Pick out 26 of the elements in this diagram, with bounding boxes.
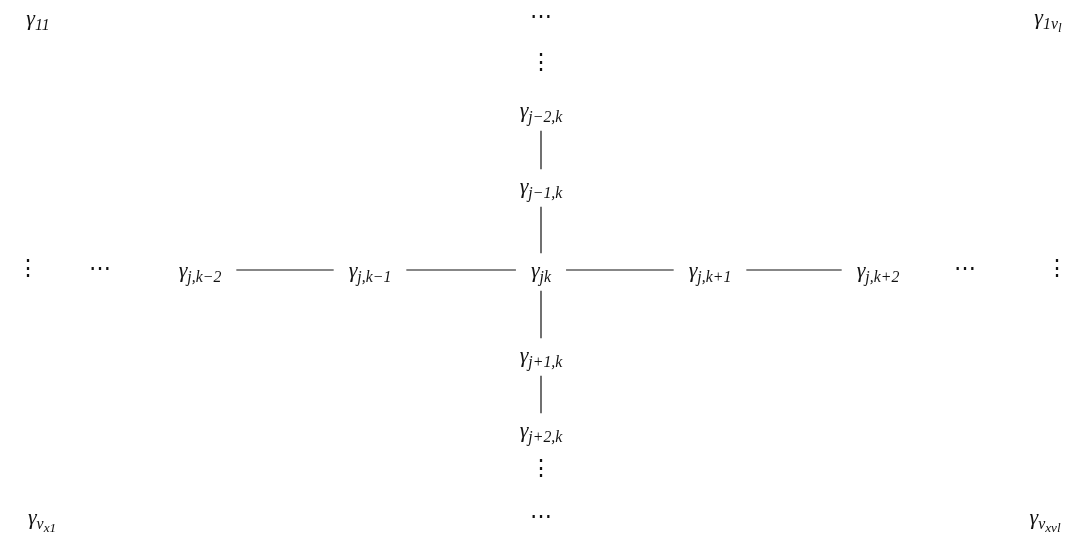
- math-term: γ$_{j+1,k}$: [516, 340, 566, 374]
- math-term: γ$_{j,k−1}$: [345, 255, 395, 289]
- vertical-ellipsis: ⋮: [1045, 254, 1069, 282]
- vertical-ellipsis: ⋮: [529, 454, 553, 482]
- math-term: γ$_{j+2,k}$: [516, 415, 566, 449]
- connector-line: [540, 206, 542, 254]
- connector-line: [235, 269, 335, 271]
- connector-line: [540, 130, 542, 170]
- connector-line: [745, 269, 843, 271]
- math-term: γ$_{j−2,k}$: [516, 95, 566, 129]
- math-term: γ$_{j−1,k}$: [516, 171, 566, 205]
- connector-line: [405, 269, 517, 271]
- connector-line: [540, 290, 542, 339]
- vertical-ellipsis: ⋮: [16, 254, 40, 282]
- math-term: γ$_{j,k+1}$: [685, 255, 735, 289]
- horizontal-ellipsis: ⋯: [88, 254, 112, 282]
- connector-line: [540, 375, 542, 414]
- horizontal-ellipsis: ⋯: [953, 254, 977, 282]
- connector-line: [565, 269, 675, 271]
- horizontal-ellipsis: ⋯: [529, 502, 553, 530]
- math-term: γ$_{j,k−2}$: [175, 255, 225, 289]
- math-term: γ$_{11}$: [23, 3, 53, 37]
- math-term: γ$_{j,k+2}$: [853, 255, 903, 289]
- vertical-ellipsis: ⋮: [529, 48, 553, 76]
- math-term: γ$_{jk}$: [527, 255, 555, 289]
- horizontal-ellipsis: ⋯: [529, 2, 553, 30]
